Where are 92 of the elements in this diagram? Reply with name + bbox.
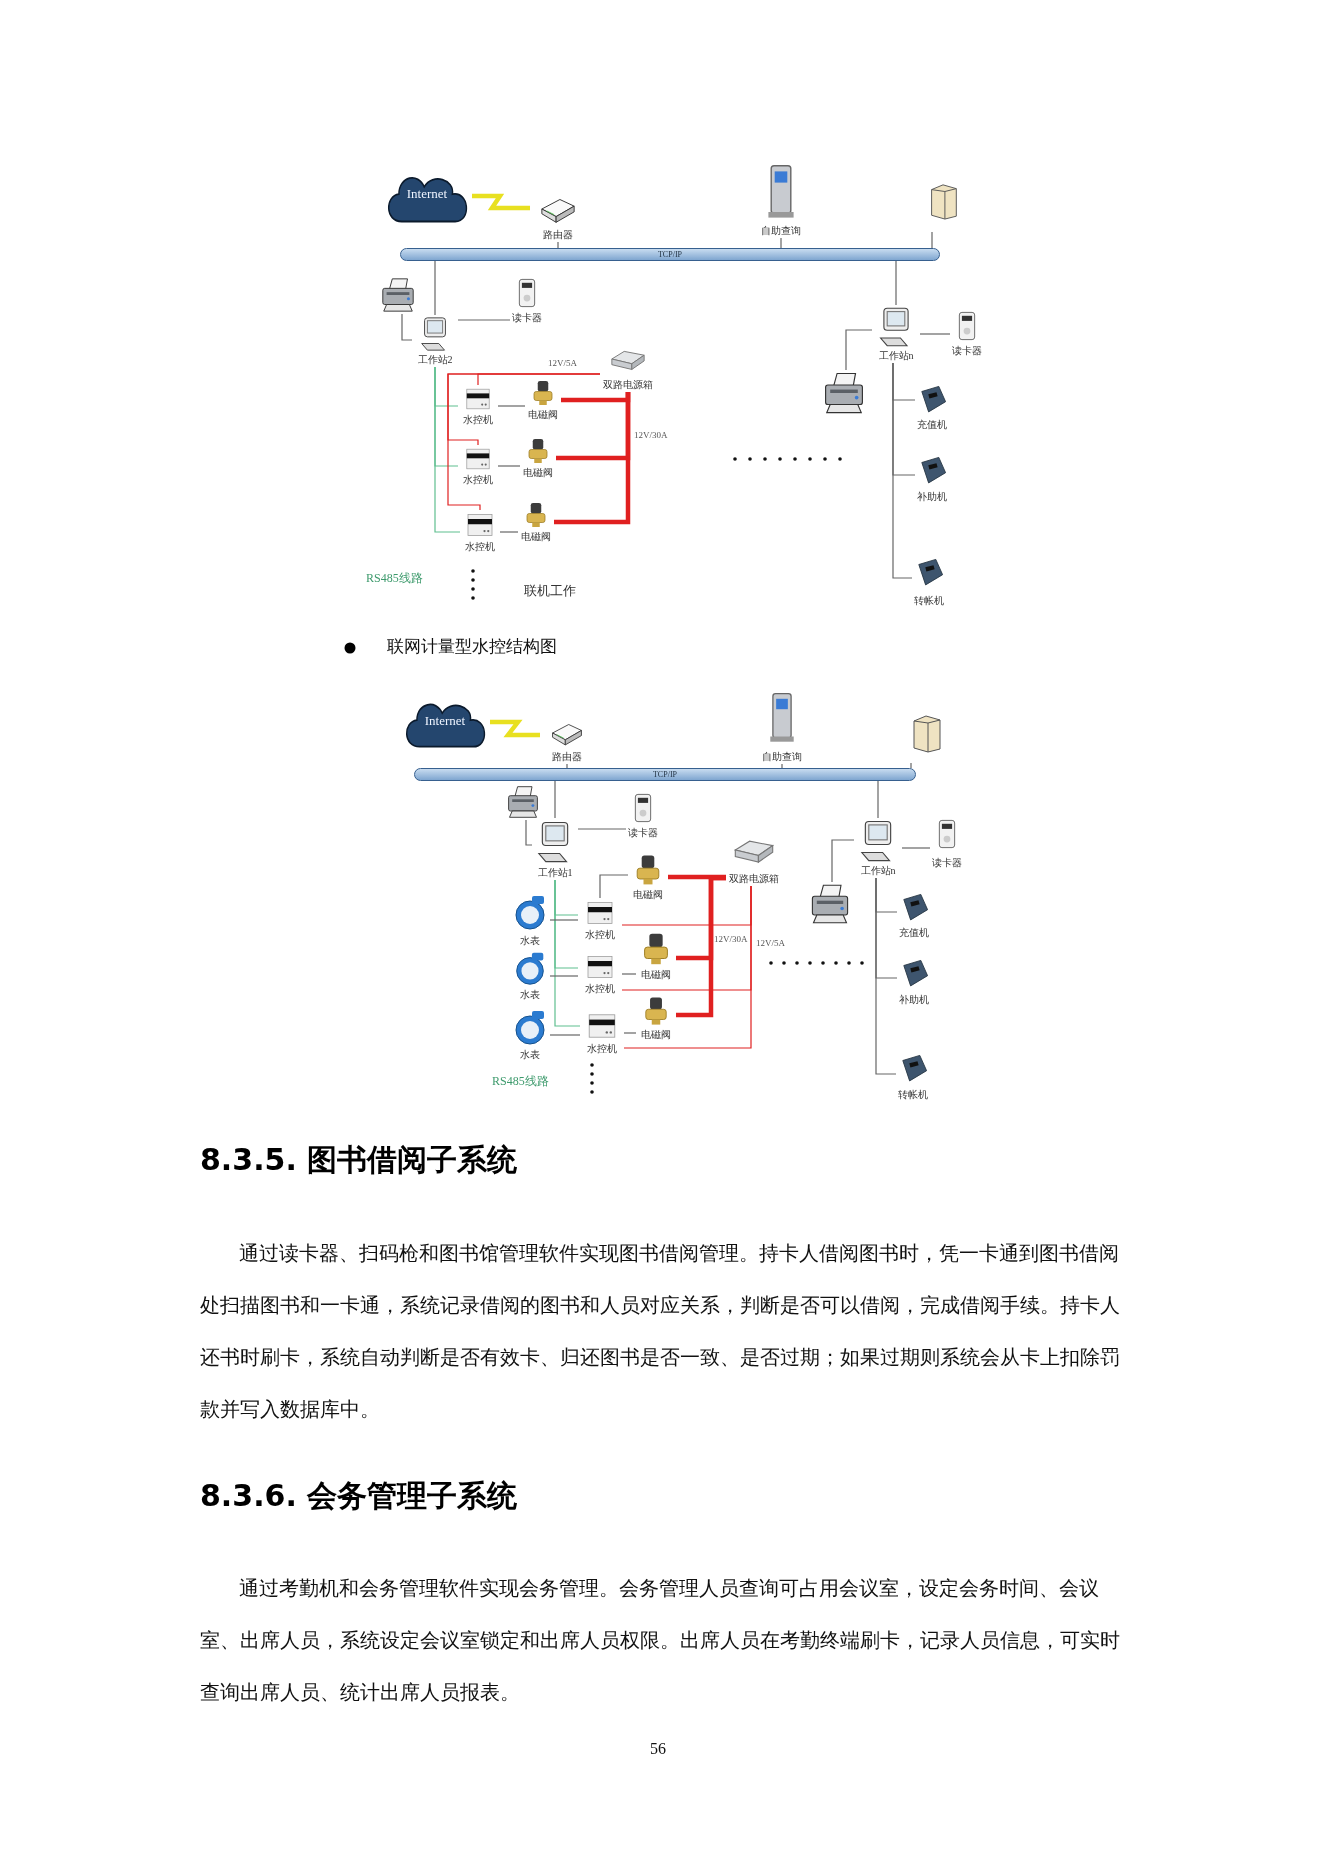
small-label: 12V/5A xyxy=(548,358,577,368)
page-number: 56 xyxy=(650,1740,666,1758)
body-paragraph: 通过读卡器、扫码枪和图书馆管理软件实现图书借阅管理。持卡人借阅图书时，凭一卡通到图书借阅处扫描图书和一卡通，系统记录借阅的图书和人员对应关系，判断是否可以借阅，完成借阅手续。持卡人还书时刷卡，系统自动判断是否有效卡、归还图书是否一致、是否过期；如果过期则系统会从卡上扣除罚款并写入数据库中。 xyxy=(200,1242,1121,1422)
body-paragraph: 通过考勤机和会务管理软件实现会务管理。会务管理人员查询可占用会议室，设定会务时间、会议室、出席人员，系统设定会议室锁定和出席人员权限。出席人员在考勤终端刷卡，记录人员信息，可实时查询出席人员、统计出席人员报表。 xyxy=(200,1577,1121,1705)
device-label: 电磁阀 xyxy=(640,968,672,982)
device-label: 水控机 xyxy=(584,928,616,942)
small-label: 12V/5A xyxy=(756,938,785,948)
section-heading: 8.3.6. 会务管理子系统 xyxy=(200,1477,518,1515)
device-label: 水表 xyxy=(519,1048,541,1062)
connector-line xyxy=(549,919,579,921)
connector-line xyxy=(549,1034,581,1036)
connector-line xyxy=(781,763,783,769)
connector-line xyxy=(401,313,413,341)
connector-line xyxy=(910,762,912,769)
bus-label: TCP/IP xyxy=(657,249,683,260)
connector-line xyxy=(497,465,521,467)
device-label: 读卡器 xyxy=(931,856,963,870)
device-label: 自助查询 xyxy=(760,224,802,238)
connector-line xyxy=(447,373,601,511)
connector-line xyxy=(901,847,931,849)
device-label: 充值机 xyxy=(916,418,948,432)
connector-line xyxy=(566,763,568,769)
device-label: 水控机 xyxy=(462,473,494,487)
connector-line xyxy=(457,319,511,321)
small-label: 12V/30A xyxy=(714,934,748,944)
figure-caption: 联网计量型水控结构图 xyxy=(387,635,557,658)
device-label: 水控机 xyxy=(462,413,494,427)
network-bus xyxy=(414,768,916,781)
device-label: 工作站2 xyxy=(416,353,454,367)
connector-line xyxy=(931,231,933,249)
diagram-note: 联机工作 xyxy=(524,582,576,600)
connector-line xyxy=(434,366,461,533)
connector-line xyxy=(780,237,782,249)
connector-line xyxy=(472,193,530,211)
connector-line xyxy=(554,780,556,819)
device-label: 读卡器 xyxy=(951,344,983,358)
small-label: 12V/30A xyxy=(634,430,668,440)
connector-line xyxy=(623,885,752,1049)
connector-line xyxy=(499,531,519,533)
connector-line xyxy=(554,879,581,1027)
connector-line xyxy=(525,819,533,846)
connector-line xyxy=(621,973,637,975)
connector-line xyxy=(434,260,436,316)
device-label: 转帐机 xyxy=(897,1088,929,1102)
device-label: 工作站1 xyxy=(536,866,574,880)
connector-line xyxy=(497,405,526,407)
device-label: 双路电源箱 xyxy=(728,872,780,886)
connector-line xyxy=(892,362,913,579)
device-label: 读卡器 xyxy=(627,826,659,840)
device-label: 补助机 xyxy=(916,490,948,504)
device-label: 电磁阀 xyxy=(527,408,559,422)
connector-line xyxy=(623,1032,637,1034)
device-label: 电磁阀 xyxy=(632,888,664,902)
section-heading: 8.3.5. 图书借阅子系统 xyxy=(200,1141,518,1179)
line-label: RS485线路 xyxy=(366,570,423,587)
device-label: 转帐机 xyxy=(913,594,945,608)
connector-line xyxy=(557,241,559,249)
connector-line xyxy=(549,975,579,977)
connector-line xyxy=(668,874,726,880)
device-label: 水控机 xyxy=(584,982,616,996)
device-label: 工作站n xyxy=(859,864,897,878)
cloud-label: Internet xyxy=(405,187,449,201)
device-label: 双路电源箱 xyxy=(602,378,654,392)
connector-line xyxy=(875,877,897,1075)
device-label: 电磁阀 xyxy=(640,1028,672,1042)
connector-line xyxy=(577,828,627,830)
device-label: 水表 xyxy=(519,934,541,948)
device-label: 路由器 xyxy=(542,228,574,242)
connector-line xyxy=(919,333,951,335)
connector-line xyxy=(877,780,879,819)
cloud-label: Internet xyxy=(423,714,467,728)
device-label: 电磁阀 xyxy=(520,530,552,544)
connector-line xyxy=(831,839,855,883)
device-label: 自助查询 xyxy=(761,750,803,764)
bus-label: TCP/IP xyxy=(652,769,678,780)
device-label: 电磁阀 xyxy=(522,466,554,480)
connector-line xyxy=(676,875,726,1018)
line-label: RS485线路 xyxy=(492,1073,549,1090)
device-label: 水控机 xyxy=(586,1042,618,1056)
connector-line xyxy=(599,874,629,899)
connector-line xyxy=(490,719,540,738)
device-label: 读卡器 xyxy=(511,311,543,325)
device-label: 水表 xyxy=(519,988,541,1002)
device-label: 路由器 xyxy=(551,750,583,764)
device-label: 补助机 xyxy=(898,993,930,1007)
device-label: 充值机 xyxy=(898,926,930,940)
connector-line xyxy=(845,329,873,371)
connector-line xyxy=(554,392,631,525)
network-bus xyxy=(400,248,940,261)
device-label: 工作站n xyxy=(877,349,915,363)
device-label: 水控机 xyxy=(464,540,496,554)
connector-line xyxy=(895,260,897,306)
